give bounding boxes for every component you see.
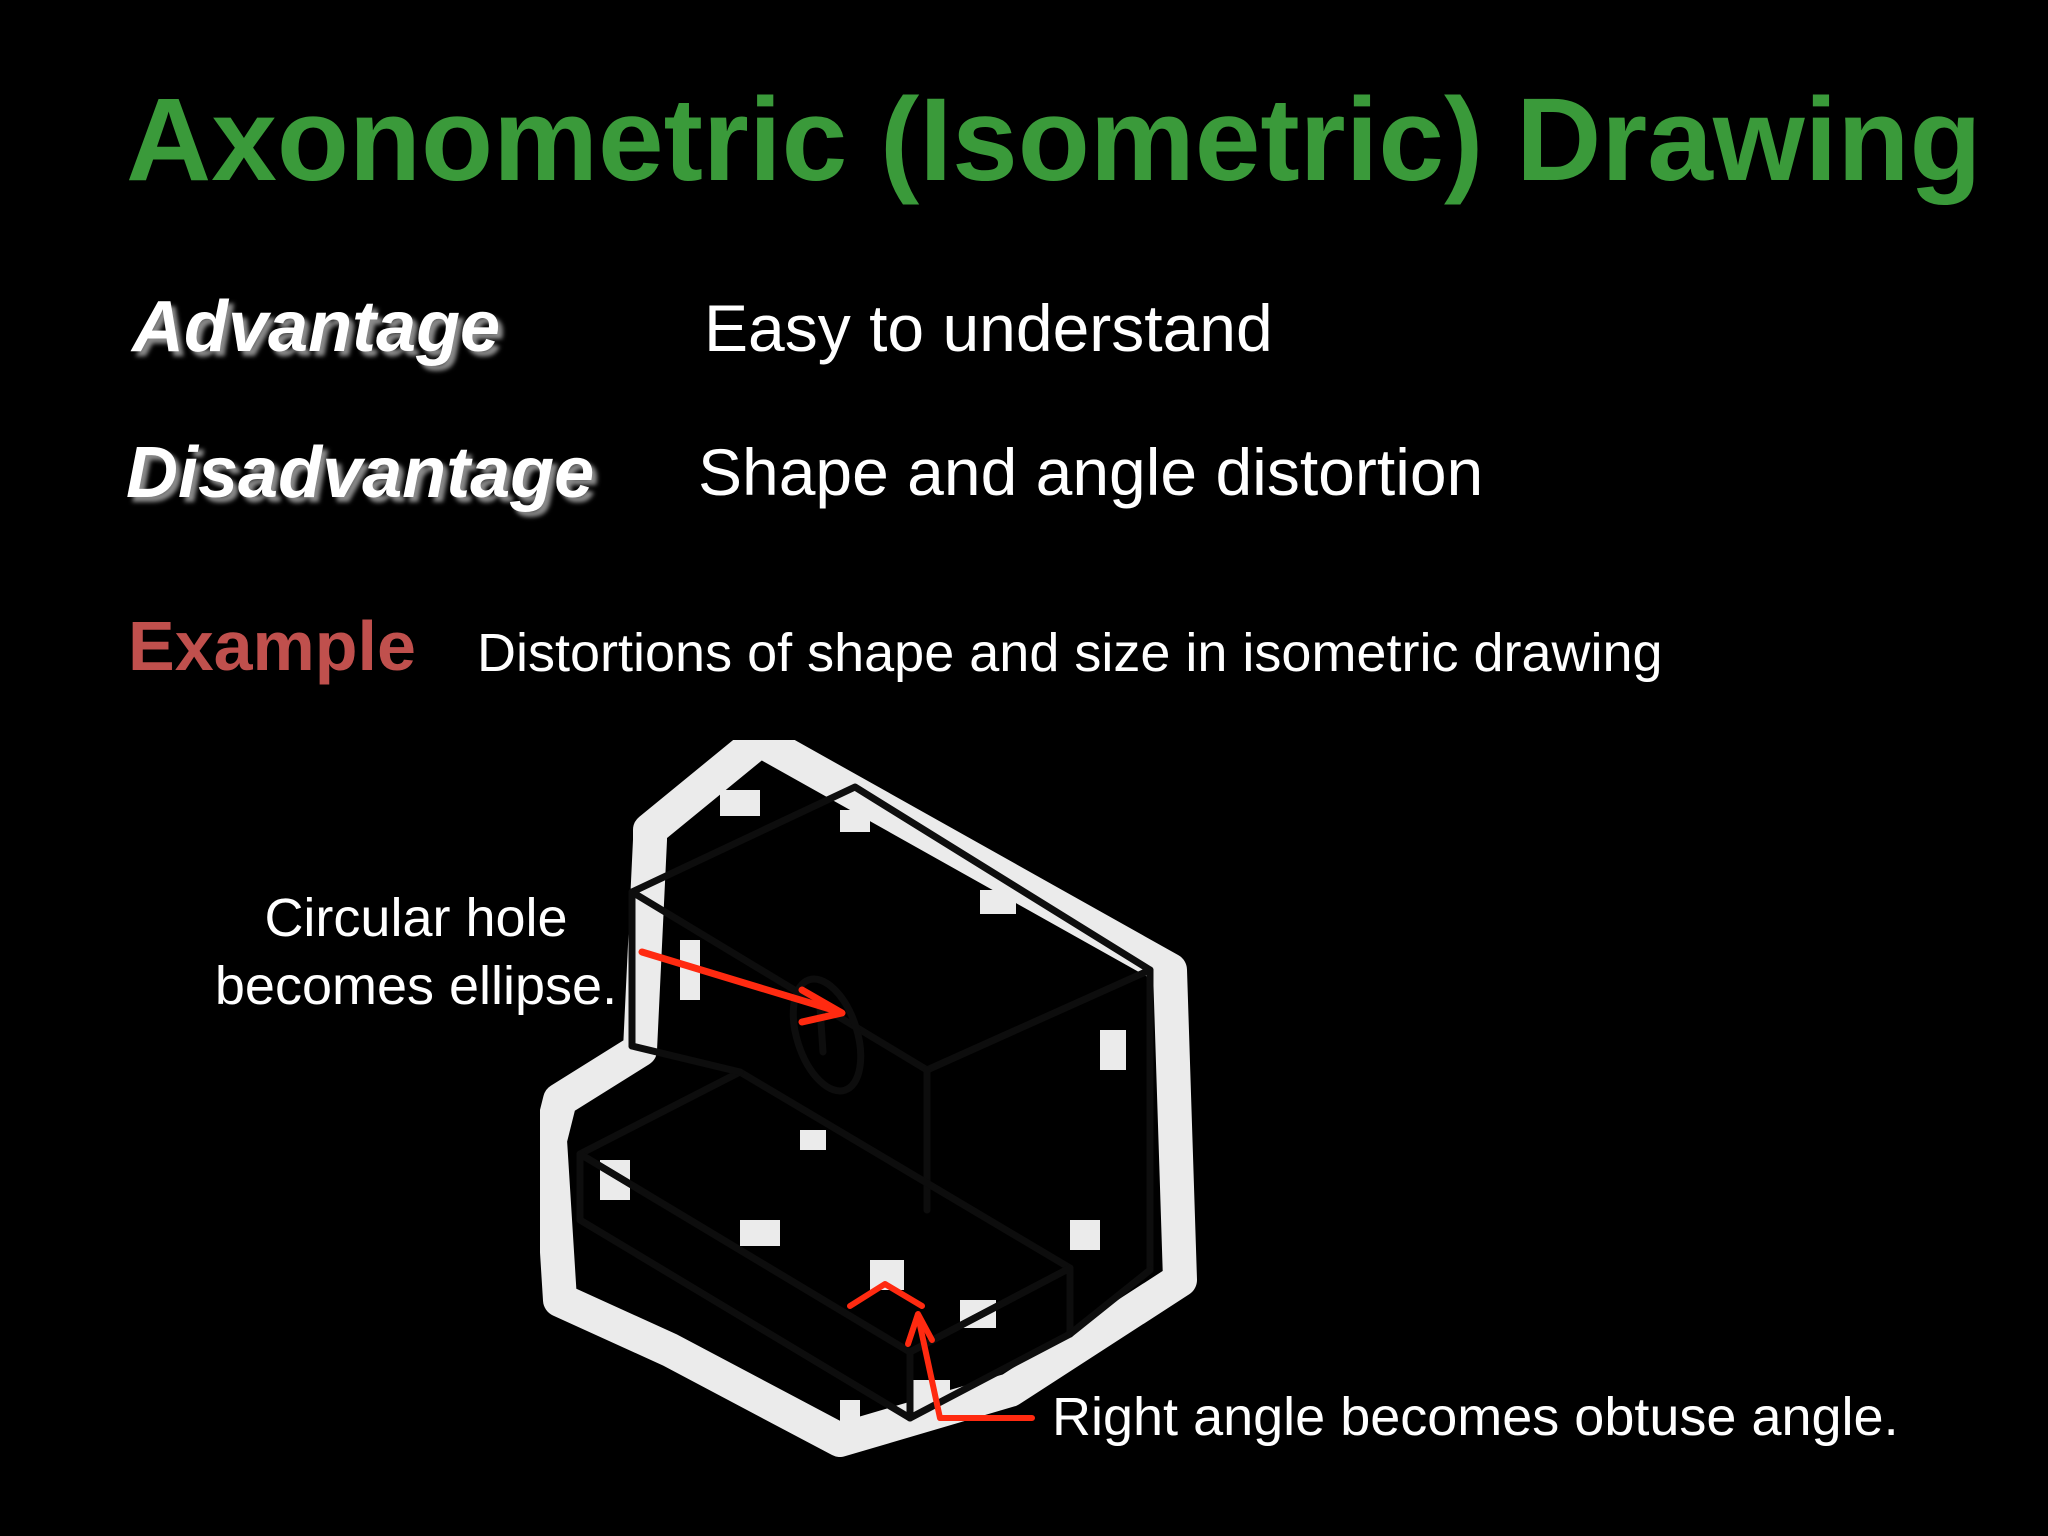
slide-title: Axonometric (Isometric) Drawing xyxy=(126,74,1982,206)
hole-callout-line1: Circular hole xyxy=(264,888,568,948)
drawing-halo xyxy=(540,740,1197,1457)
angle-marker xyxy=(847,1281,1035,1421)
hole-callout: Circular hole becomes ellipse. xyxy=(196,884,636,1020)
advantage-term: Advantage xyxy=(132,287,501,367)
example-label: Example xyxy=(128,607,416,685)
hole-arrow xyxy=(638,948,846,1026)
example-description: Distortions of shape and size in isometr… xyxy=(477,623,1663,683)
drawing-lines xyxy=(576,783,1154,1422)
disadvantage-term: Disadvantage xyxy=(126,433,595,513)
disadvantage-description: Shape and angle distortion xyxy=(698,435,1484,509)
angle-callout: Right angle becomes obtuse angle. xyxy=(1052,1387,1899,1447)
isometric-drawing xyxy=(540,740,1197,1457)
advantage-description: Easy to understand xyxy=(704,291,1273,365)
hole-callout-line2: becomes ellipse. xyxy=(214,956,618,1016)
